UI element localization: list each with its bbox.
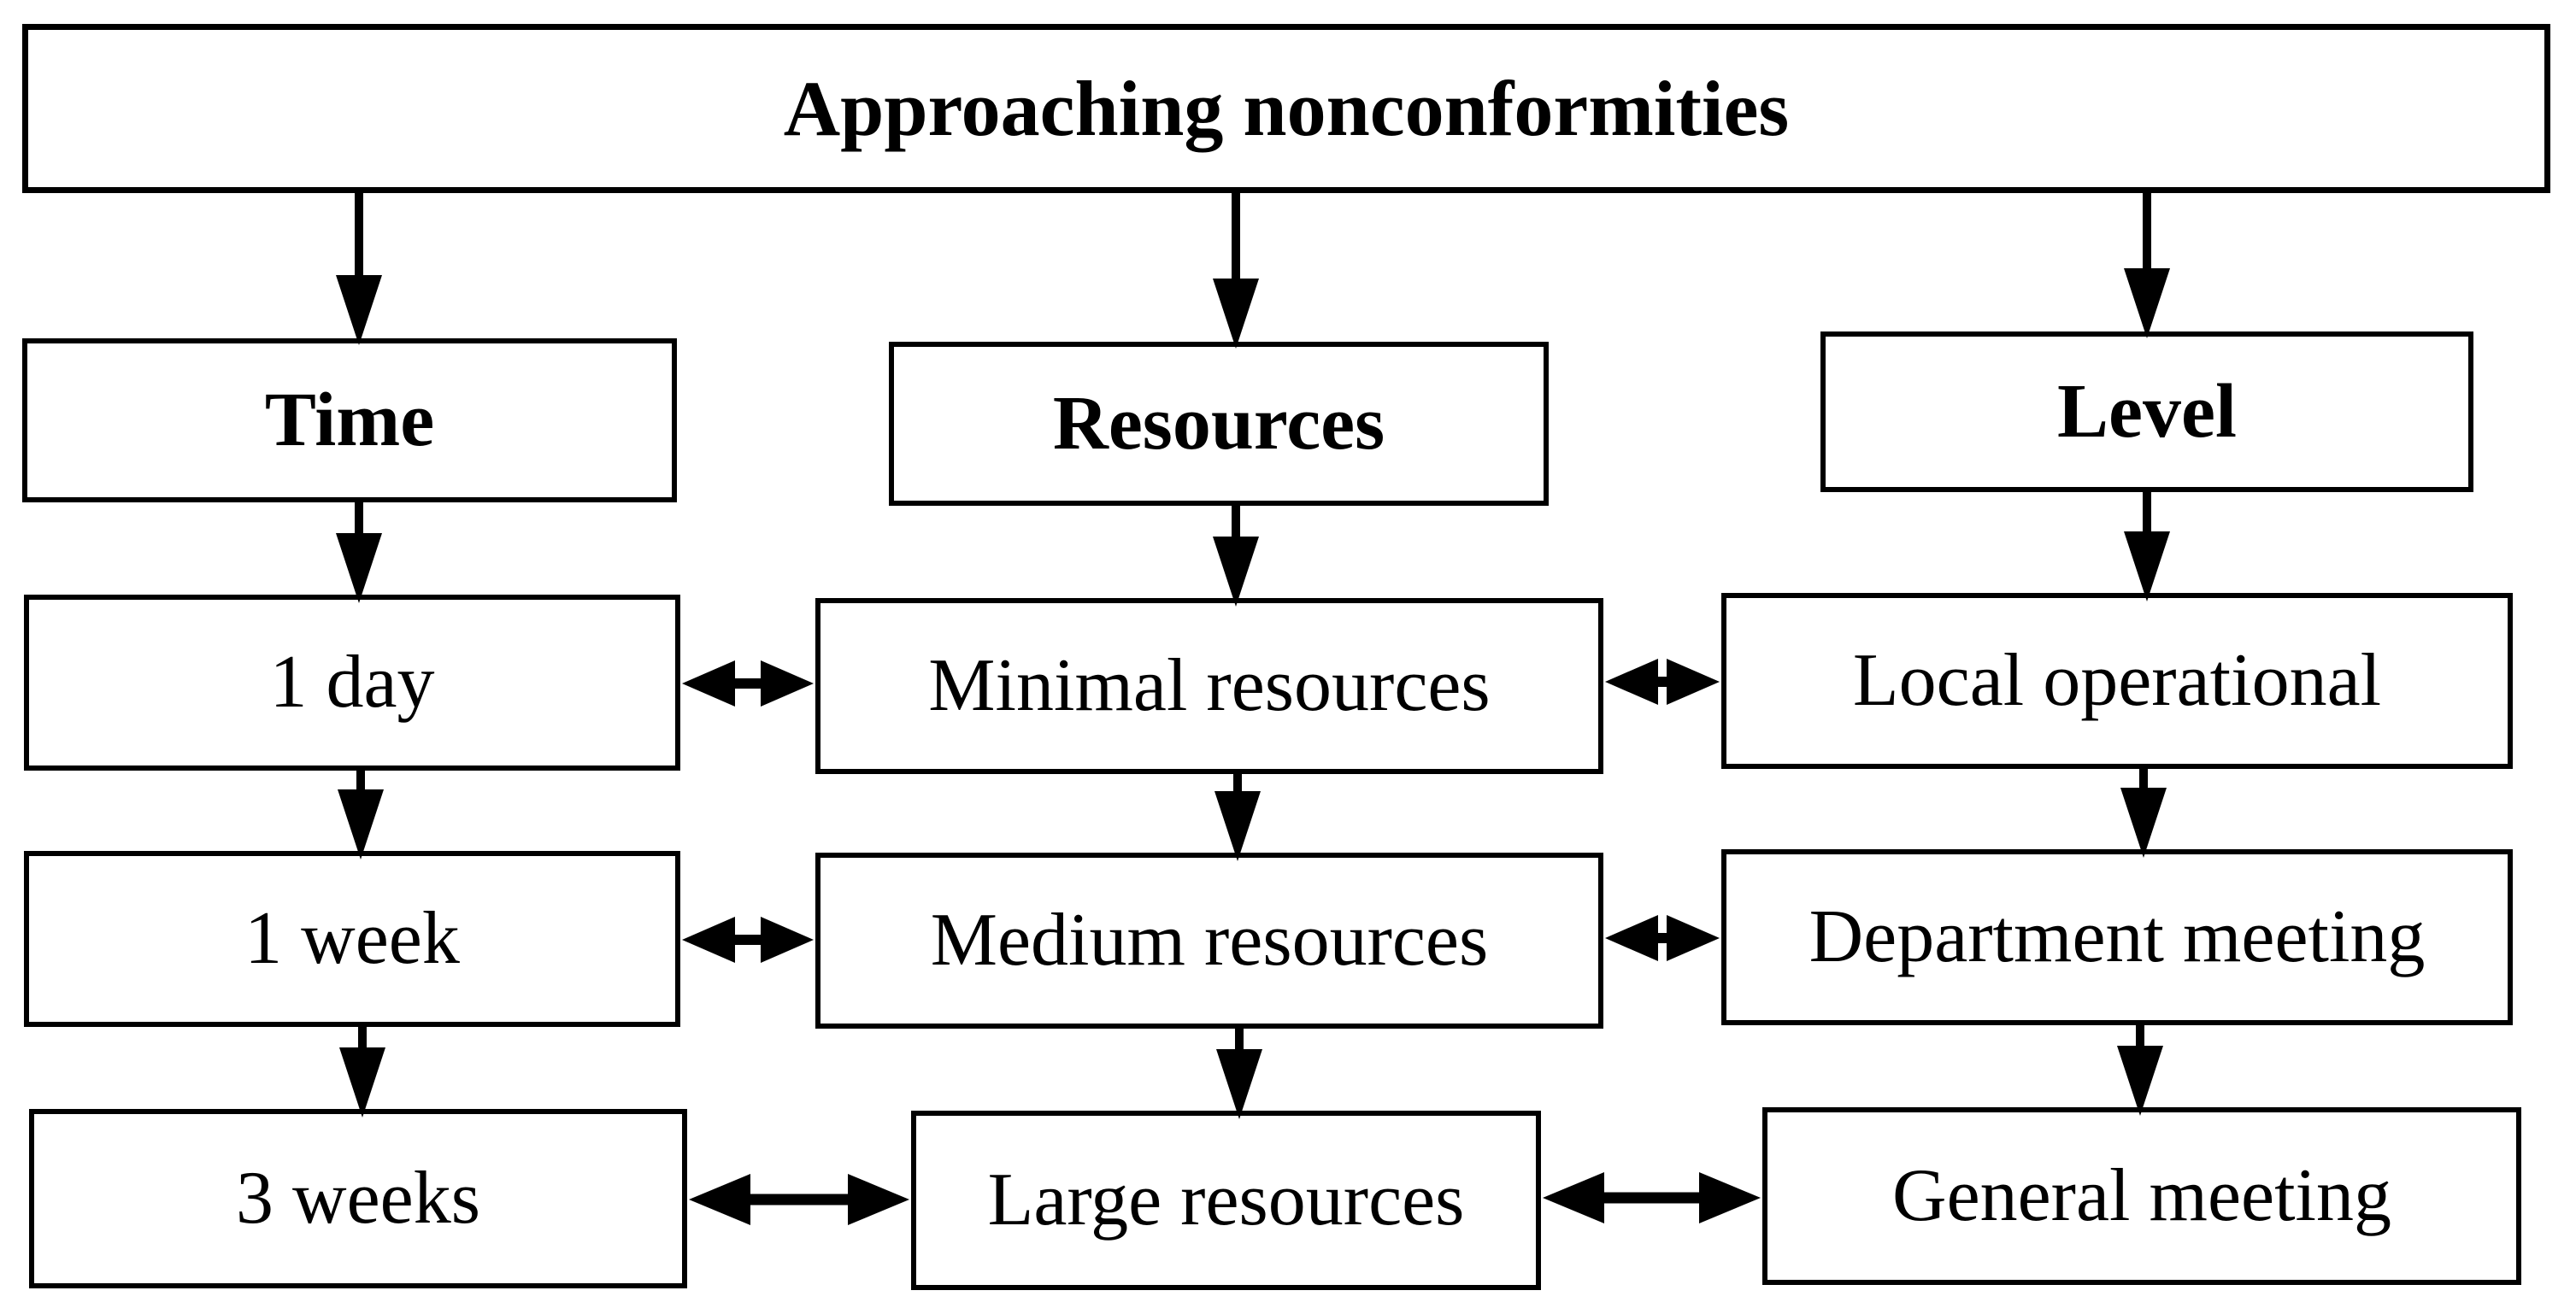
node-label: 3 weeks: [236, 1156, 480, 1240]
node-1-day: 1 day: [24, 595, 680, 771]
node-label: Large resources: [987, 1158, 1465, 1241]
arrow-approaching-to-level: [2124, 193, 2170, 338]
node-label: Department meeting: [1808, 895, 2426, 978]
node-resources: Resources: [889, 342, 1549, 506]
node-label: 1 day: [269, 640, 435, 724]
arrow-1-day-to-1-week: [338, 771, 384, 859]
node-local-operational: Local operational: [1721, 593, 2513, 769]
node-time: Time: [22, 338, 677, 502]
node-3-weeks: 3 weeks: [29, 1109, 687, 1288]
node-label: Time: [264, 377, 435, 462]
double-arrow-minimal-resources-local-operational: [1605, 659, 1720, 705]
node-general-meeting: General meeting: [1762, 1107, 2521, 1285]
arrow-medium-to-large-resources: [1216, 1029, 1262, 1119]
double-arrow-large-resources-general-meeting: [1543, 1172, 1761, 1223]
node-medium-resources: Medium resources: [815, 853, 1603, 1029]
arrow-level-to-local-operational: [2124, 492, 2170, 601]
node-label: Resources: [1052, 380, 1385, 466]
node-minimal-resources: Minimal resources: [815, 598, 1603, 774]
double-arrow-3-weeks-large-resources: [689, 1174, 909, 1225]
node-large-resources: Large resources: [911, 1111, 1541, 1290]
arrow-resources-to-minimal-resources: [1213, 506, 1259, 607]
arrow-local-operational-to-department-meeting: [2120, 769, 2167, 858]
arrow-department-to-general-meeting: [2117, 1025, 2163, 1116]
double-arrow-medium-resources-department-meeting: [1605, 915, 1720, 961]
arrow-time-to-1-day: [336, 502, 382, 603]
double-arrow-1-day-minimal-resources: [682, 660, 814, 707]
arrow-minimal-to-medium-resources: [1214, 774, 1261, 861]
node-label: Approaching nonconformities: [783, 64, 1790, 152]
arrow-approaching-to-resources: [1213, 193, 1259, 349]
node-label: Medium resources: [930, 898, 1489, 982]
arrow-approaching-to-time: [336, 193, 382, 345]
node-label: 1 week: [244, 896, 460, 980]
arrow-1-week-to-3-weeks: [339, 1027, 385, 1117]
node-label: Minimal resources: [928, 643, 1491, 727]
node-level: Level: [1820, 331, 2473, 492]
double-arrow-1-week-medium-resources: [682, 917, 814, 963]
node-label: Local operational: [1852, 638, 2382, 722]
node-department-meeting: Department meeting: [1721, 849, 2513, 1025]
node-approaching-nonconformities: Approaching nonconformities: [22, 24, 2550, 193]
node-1-week: 1 week: [24, 851, 680, 1027]
node-label: General meeting: [1892, 1153, 2391, 1237]
node-label: Level: [2057, 368, 2237, 454]
